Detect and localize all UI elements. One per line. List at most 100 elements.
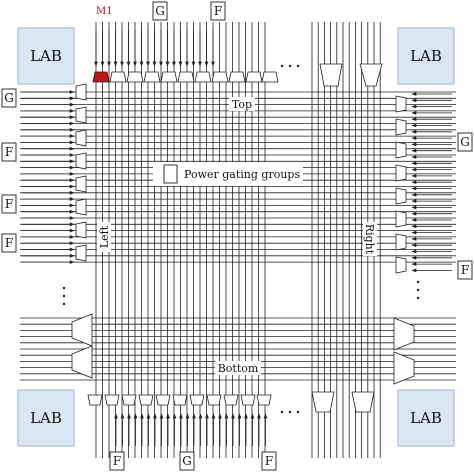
signal-g-top: G — [152, 1, 168, 21]
signal-f-top: F — [210, 1, 226, 21]
signal-label: G — [460, 135, 470, 149]
top-mux — [228, 71, 246, 83]
signal-f-left-1: F — [1, 142, 17, 162]
ellipsis-dot — [416, 296, 420, 300]
lab-top-left: LAB — [17, 27, 75, 85]
top-label-bg — [229, 97, 255, 111]
signal-f-left-2: F — [1, 194, 17, 214]
legend-text: Power gating groups — [184, 168, 300, 181]
signal-label: F — [265, 454, 273, 468]
signal-label: F — [113, 454, 121, 468]
lab-bottom-left: LAB — [17, 389, 75, 447]
right-label-bg — [363, 222, 377, 256]
bottom-large-mux — [311, 391, 335, 413]
bottom-mux — [155, 394, 171, 406]
lab-label: LAB — [410, 409, 442, 427]
lab-top-right: LAB — [397, 27, 455, 85]
bottom-mux — [87, 394, 103, 406]
ellipsis-dot — [416, 288, 420, 292]
top-label: Top — [232, 98, 252, 111]
top-mux — [211, 71, 229, 83]
right-mux — [395, 187, 407, 205]
right-mux — [395, 164, 407, 182]
ellipsis-dot — [62, 302, 66, 306]
highlighted-mux-m1 — [92, 71, 110, 83]
signal-g-right: G — [457, 132, 473, 152]
top-mux — [109, 71, 127, 83]
legend-swatch — [163, 164, 178, 184]
lab-label: LAB — [410, 47, 442, 65]
bottom-large-mux — [351, 391, 375, 413]
ellipsis-dot — [62, 294, 66, 298]
lab-bottom-right: LAB — [397, 389, 455, 447]
signal-label: F — [5, 197, 13, 211]
top-mux — [261, 71, 279, 83]
right-large-mux — [393, 317, 415, 351]
right-mux — [395, 210, 407, 228]
legend: Power gating groups — [153, 162, 303, 186]
left-mux — [75, 221, 87, 239]
left-large-mux — [71, 313, 93, 347]
top-large-mux — [359, 63, 383, 87]
signal-f-bottom-2: F — [261, 451, 277, 471]
left-large-mux — [71, 345, 93, 379]
left-mux — [75, 83, 87, 101]
left-label-bg — [97, 222, 111, 252]
bottom-mux — [223, 394, 239, 406]
left-mux — [75, 106, 87, 124]
lab-label: LAB — [30, 409, 62, 427]
signal-g-bottom: G — [179, 451, 195, 471]
bottom-mux — [104, 394, 120, 406]
left-mux — [75, 175, 87, 193]
top-mux — [143, 71, 161, 83]
left-mux — [75, 244, 87, 262]
bottom-mux — [206, 394, 222, 406]
right-mux — [395, 118, 407, 136]
right-mux — [395, 95, 407, 113]
right-mux — [395, 233, 407, 251]
signal-label: F — [5, 145, 13, 159]
top-mux — [177, 71, 195, 83]
signal-label: F — [5, 236, 13, 250]
left-label: Left — [98, 225, 111, 248]
left-mux — [75, 152, 87, 170]
bottom-mux — [138, 394, 154, 406]
signal-label: F — [214, 4, 222, 18]
signal-label: G — [155, 4, 165, 18]
signal-g-left: G — [1, 88, 17, 108]
top-large-mux — [319, 63, 343, 87]
bottom-mux — [121, 394, 137, 406]
ellipsis-dot — [288, 410, 292, 414]
left-mux — [75, 198, 87, 216]
signal-label: G — [182, 454, 192, 468]
lab-label: LAB — [30, 47, 62, 65]
ellipsis-dot — [62, 286, 66, 290]
top-mux — [194, 71, 212, 83]
top-mux — [160, 71, 178, 83]
right-label: Right — [363, 224, 376, 255]
m1-label: M1 — [96, 6, 113, 17]
signal-label: G — [4, 91, 14, 105]
signal-f-bottom-1: F — [109, 451, 125, 471]
right-mux — [395, 256, 407, 274]
right-large-mux — [393, 351, 415, 385]
ellipsis-dot — [416, 280, 420, 284]
signal-label: F — [461, 263, 469, 277]
top-mux — [126, 71, 144, 83]
ellipsis-dot — [296, 410, 300, 414]
top-mux — [245, 71, 263, 83]
bottom-mux — [172, 394, 188, 406]
mux-groups — [71, 63, 415, 413]
bottom-label-bg — [215, 361, 261, 375]
signal-f-left-3: F — [1, 233, 17, 253]
ellipsis-dot — [280, 64, 284, 68]
ellipsis-dot — [288, 64, 292, 68]
ellipsis-dot — [280, 410, 284, 414]
bottom-label: Bottom — [218, 362, 259, 375]
bottom-mux — [240, 394, 256, 406]
ellipsis-dot — [296, 64, 300, 68]
left-mux — [75, 129, 87, 147]
bottom-mux — [189, 394, 205, 406]
bottom-mux — [256, 394, 272, 406]
